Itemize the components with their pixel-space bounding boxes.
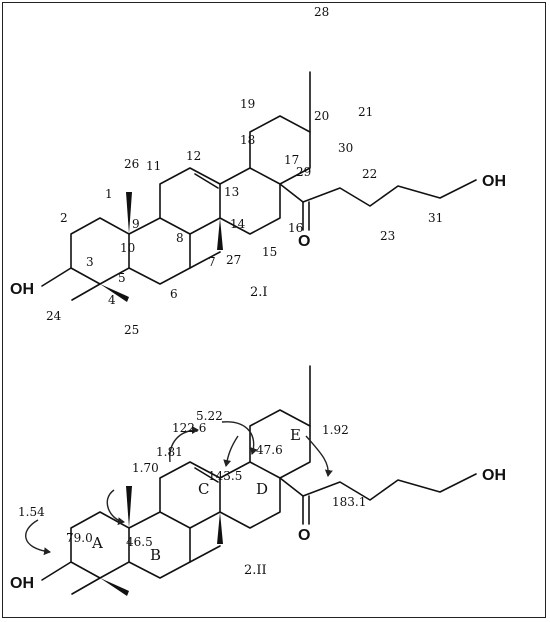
carbon-number-25: 25 [124, 323, 139, 337]
carbon-number-11: 11 [146, 159, 161, 173]
ring-label-d: D [256, 480, 268, 498]
carbon-number-22: 22 [362, 167, 377, 181]
carbon-number-13: 13 [224, 185, 239, 199]
ring-label-a: A [91, 534, 103, 552]
carbon-number-20: 20 [314, 109, 329, 123]
carbon-number-12: 12 [186, 149, 201, 163]
carbon-number-18: 18 [240, 133, 255, 147]
nmr-shift-79-0: 79.0 [66, 531, 93, 545]
ring-label-e: E [290, 426, 301, 444]
structure-2-ii [25, 365, 477, 596]
ring-label-b: B [150, 546, 161, 564]
carbon-number-23: 23 [380, 229, 395, 243]
carbon-number-28: 28 [314, 5, 329, 19]
carbon-number-31: 31 [428, 211, 443, 225]
carbon-number-17: 17 [284, 153, 299, 167]
carbon-number-9: 9 [132, 217, 140, 231]
skeleton-bonds-2-i [41, 71, 477, 302]
nmr-shift-143-5: 143.5 [208, 469, 242, 483]
carbon-number-7: 7 [208, 255, 216, 269]
carbon-number-8: 8 [176, 231, 184, 245]
carbonyl-oxygen-2-i: O [298, 233, 310, 250]
carbon-number-14: 14 [230, 217, 246, 231]
carbon-number-21: 21 [358, 105, 373, 119]
carbon-number-10: 10 [120, 241, 135, 255]
carbon-number-1: 1 [105, 187, 113, 201]
hydroxyl-label-left-2-i: OH [10, 281, 34, 298]
nmr-shift-47-6: 47.6 [256, 443, 283, 457]
nmr-shift-1-92: 1.92 [322, 423, 349, 437]
hydroxyl-label-right-2-ii: OH [482, 467, 506, 484]
nmr-shift-1-70: 1.70 [132, 461, 159, 475]
carbon-number-19: 19 [240, 97, 255, 111]
nmr-shift-122-6: 122.6 [172, 421, 206, 435]
carbon-number-15: 15 [262, 245, 277, 259]
carbon-number-16: 16 [288, 221, 303, 235]
hmbc-arrows [25, 421, 333, 556]
compound-label-2-ii: 2.II [244, 563, 267, 578]
nmr-shift-5-22: 5.22 [196, 409, 223, 423]
nmr-shift-183-1: 183.1 [332, 495, 366, 509]
carbon-number-3: 3 [86, 255, 94, 269]
carbon-number-27: 27 [226, 253, 241, 267]
carbon-number-30: 30 [338, 141, 353, 155]
carbon-number-24: 24 [46, 309, 62, 323]
carbon-number-4: 4 [108, 293, 116, 307]
structure-2-i [41, 71, 477, 302]
nmr-shift-46-5: 46.5 [126, 535, 153, 549]
carbon-number-5: 5 [118, 271, 126, 285]
carbon-number-2: 2 [60, 211, 68, 225]
hydroxyl-label-left-2-ii: OH [10, 575, 34, 592]
ring-label-c: C [198, 480, 209, 498]
carbon-number-26: 26 [124, 157, 139, 171]
carbonyl-oxygen-2-ii: O [298, 527, 310, 544]
skeleton-bonds-2-ii [41, 365, 477, 596]
compound-label-2-i: 2.I [250, 285, 268, 300]
nmr-shift-1-81: 1.81 [156, 445, 183, 459]
nmr-shift-1-54: 1.54 [18, 505, 45, 519]
carbon-number-6: 6 [170, 287, 178, 301]
carbon-number-29: 29 [296, 165, 311, 179]
hydroxyl-label-right-2-i: OH [482, 173, 506, 190]
